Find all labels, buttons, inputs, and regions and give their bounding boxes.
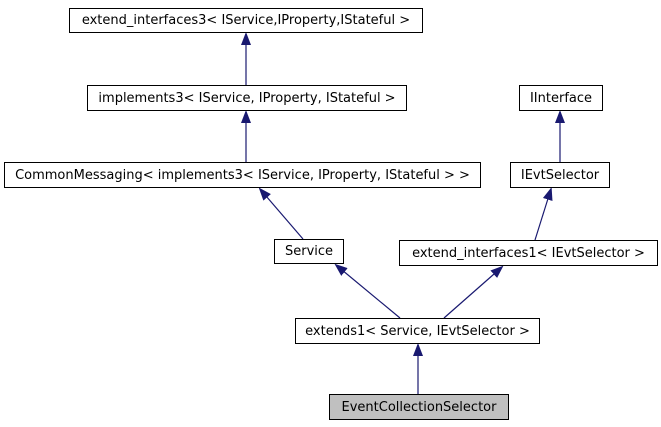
node-service[interactable]: Service: [274, 239, 344, 264]
node-ievtselector[interactable]: IEvtSelector: [510, 162, 610, 188]
node-eventcollectionselector-current: EventCollectionSelector: [329, 394, 509, 420]
node-extend-interfaces1[interactable]: extend_interfaces1< IEvtSelector >: [399, 240, 658, 266]
node-iinterface[interactable]: IInterface: [519, 85, 603, 111]
node-extends1[interactable]: extends1< Service, IEvtSelector >: [295, 318, 540, 344]
node-extend-interfaces3[interactable]: extend_interfaces3< IService,IProperty,I…: [69, 8, 423, 33]
edge-extends1-to-extend-interfaces1: [443, 265, 504, 319]
edge-extend-interfaces1-to-ievtselector: [534, 187, 553, 241]
edge-service-to-commonmessaging: [258, 187, 304, 240]
node-commonmessaging[interactable]: CommonMessaging< implements3< IService, …: [4, 162, 481, 188]
node-implements3[interactable]: implements3< IService, IProperty, IState…: [87, 85, 407, 111]
edge-extends1-to-service: [334, 263, 401, 319]
